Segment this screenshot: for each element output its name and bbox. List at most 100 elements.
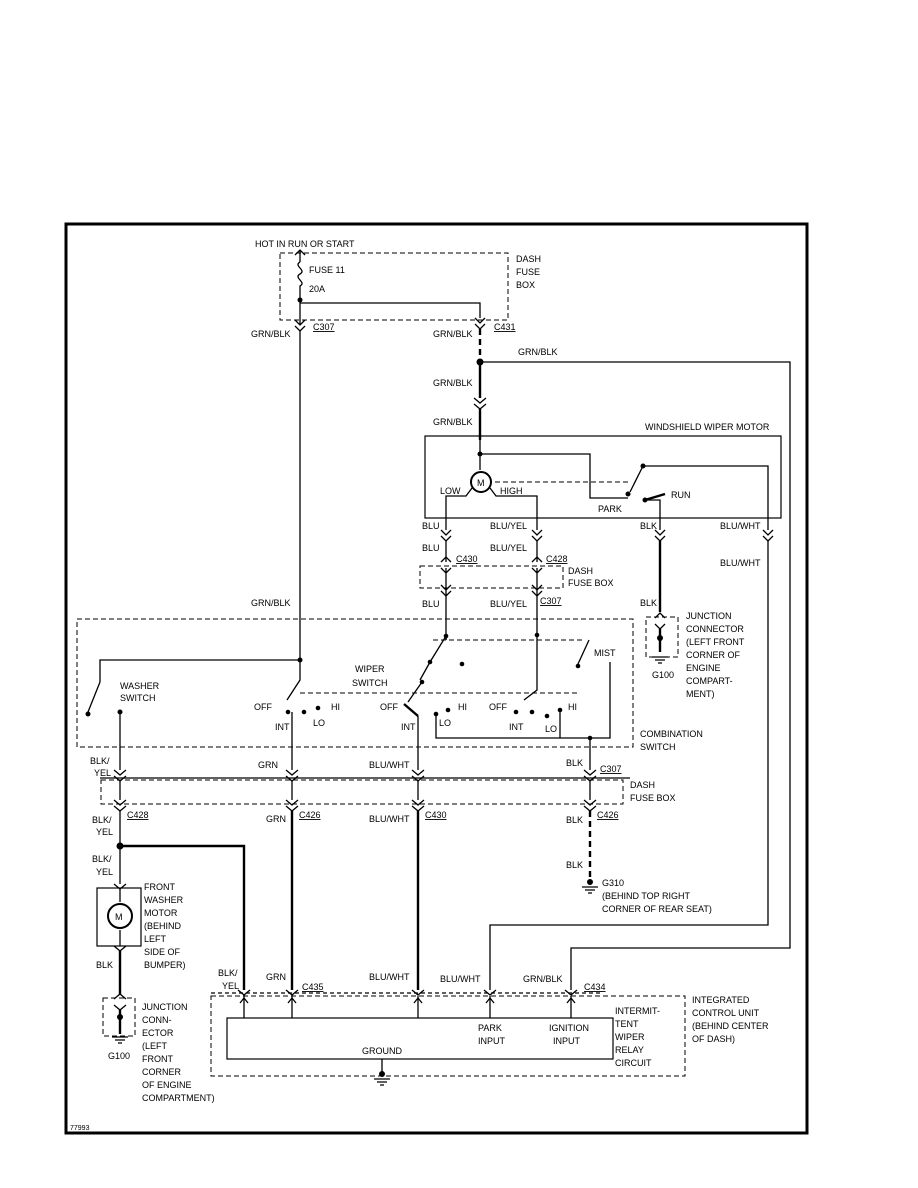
svg-text:WIPER: WIPER <box>615 1032 645 1042</box>
svg-text:C428: C428 <box>546 554 568 564</box>
svg-text:GRN/BLK: GRN/BLK <box>433 378 473 388</box>
svg-text:C435: C435 <box>302 982 324 992</box>
front-washer-motor: M FRONT WASHER MOTOR (BEHIND LEFT SIDE O… <box>96 882 186 970</box>
svg-text:GROUND: GROUND <box>362 1046 402 1056</box>
svg-text:INT: INT <box>509 722 524 732</box>
svg-text:FRONT: FRONT <box>144 882 175 892</box>
fuse-amps-label: 20A <box>309 284 325 294</box>
svg-text:COMBINATION: COMBINATION <box>640 729 703 739</box>
svg-text:SWITCH: SWITCH <box>352 678 388 688</box>
svg-text:IGNITION: IGNITION <box>549 1023 589 1033</box>
junction-connector-bottom: G100 JUNCTION CONN- ECTOR (LEFT FRONT CO… <box>102 993 215 1103</box>
svg-text:BLK: BLK <box>640 521 657 531</box>
svg-text:BLK: BLK <box>566 815 583 825</box>
svg-text:INTERMIT-: INTERMIT- <box>615 1006 660 1016</box>
svg-text:C426: C426 <box>299 810 321 820</box>
windshield-wiper-motor: WINDSHIELD WIPER MOTOR M LOW HIGH PARK R… <box>424 422 782 530</box>
svg-text:BLU/WHT: BLU/WHT <box>720 558 761 568</box>
svg-text:BLK: BLK <box>640 598 657 608</box>
hot-in-run-label: HOT IN RUN OR START <box>255 239 355 249</box>
ground-g310: G310 (BEHIND TOP RIGHT CORNER OF REAR SE… <box>582 878 712 914</box>
svg-text:C307: C307 <box>313 322 335 332</box>
svg-text:WASHER: WASHER <box>144 895 184 905</box>
dash-fuse-box-top: HOT IN RUN OR START FUSE 11 20A DASH FUS… <box>255 239 541 321</box>
svg-text:YEL: YEL <box>96 827 113 837</box>
wire-label-grn-blk-1: GRN/BLK <box>251 329 291 339</box>
svg-text:CONTROL UNIT: CONTROL UNIT <box>692 1008 760 1018</box>
svg-text:GRN/BLK: GRN/BLK <box>518 347 558 357</box>
wire-label-grn-blk-2: GRN/BLK <box>251 598 291 608</box>
wiper-motor-symbol <box>470 471 492 493</box>
svg-text:LO: LO <box>313 718 325 728</box>
svg-text:JUNCTION: JUNCTION <box>686 611 732 621</box>
svg-text:HI: HI <box>568 702 577 712</box>
svg-text:BLU/YEL: BLU/YEL <box>490 599 527 609</box>
combination-switch: COMBINATION SWITCH WASHER SWITCH WIPER S… <box>76 618 703 770</box>
svg-text:BLU/YEL: BLU/YEL <box>490 521 527 531</box>
svg-text:GRN: GRN <box>266 972 286 982</box>
dash-fuse-box-label-2: FUSE <box>516 267 540 277</box>
svg-text:ECTOR: ECTOR <box>142 1028 174 1038</box>
svg-text:OFF: OFF <box>489 702 507 712</box>
svg-text:GRN: GRN <box>258 760 278 770</box>
svg-text:C307: C307 <box>540 596 562 606</box>
svg-text:BUMPER): BUMPER) <box>144 960 186 970</box>
svg-text:CONN-: CONN- <box>142 1015 172 1025</box>
fuse-11-label: FUSE 11 <box>309 265 345 275</box>
svg-text:C426: C426 <box>597 810 619 820</box>
svg-text:INT: INT <box>275 722 290 732</box>
svg-text:SWITCH: SWITCH <box>120 693 156 703</box>
svg-text:CORNER OF: CORNER OF <box>686 650 741 660</box>
svg-text:C430: C430 <box>425 810 447 820</box>
svg-text:ENGINE: ENGINE <box>686 663 721 673</box>
svg-text:HI: HI <box>331 702 340 712</box>
svg-text:DASH: DASH <box>630 780 655 790</box>
svg-text:(LEFT FRONT: (LEFT FRONT <box>686 637 745 647</box>
motor-connectors: BLU BLU/YEL BLK BLU/WHT <box>422 521 774 542</box>
svg-text:OF ENGINE: OF ENGINE <box>142 1080 192 1090</box>
svg-text:WIPER: WIPER <box>355 664 385 674</box>
svg-text:BLK/: BLK/ <box>92 815 112 825</box>
svg-text:INPUT: INPUT <box>478 1036 506 1046</box>
svg-text:G100: G100 <box>652 670 674 680</box>
svg-text:(BEHIND: (BEHIND <box>144 921 182 931</box>
svg-text:SWITCH: SWITCH <box>640 742 676 752</box>
diagram-frame <box>64 222 809 1135</box>
svg-text:HI: HI <box>458 702 467 712</box>
svg-text:SIDE OF: SIDE OF <box>144 947 181 957</box>
connector-c307-top: C307 <box>294 319 335 332</box>
dash-fuse-box-label-1: DASH <box>516 254 541 264</box>
svg-text:CONNECTOR: CONNECTOR <box>686 624 744 634</box>
svg-text:YEL: YEL <box>222 981 239 991</box>
svg-text:DASH: DASH <box>568 566 593 576</box>
motor-run-label: RUN <box>671 490 691 500</box>
motor-high-label: HIGH <box>500 486 523 496</box>
svg-text:INTEGRATED: INTEGRATED <box>692 995 750 1005</box>
svg-text:CORNER: CORNER <box>142 1067 182 1077</box>
svg-text:INPUT: INPUT <box>553 1036 581 1046</box>
dash-fuse-box-lower: DASH FUSE BOX <box>100 769 676 812</box>
svg-text:BLK/: BLK/ <box>92 854 112 864</box>
wire-grn-blk-to-icu <box>480 361 791 990</box>
fuse-11 <box>294 249 481 325</box>
svg-text:COMPART-: COMPART- <box>686 676 733 686</box>
wiper-motor-title: WINDSHIELD WIPER MOTOR <box>645 422 770 432</box>
svg-text:GRN/BLK: GRN/BLK <box>433 417 473 427</box>
svg-text:MENT): MENT) <box>686 689 715 699</box>
svg-text:C434: C434 <box>584 982 606 992</box>
svg-text:WASHER: WASHER <box>120 681 160 691</box>
svg-text:BLK: BLK <box>96 960 113 970</box>
svg-text:BLU: BLU <box>422 543 440 553</box>
svg-text:BLK/: BLK/ <box>90 756 110 766</box>
svg-text:(BEHIND TOP RIGHT: (BEHIND TOP RIGHT <box>602 891 691 901</box>
connector-c430-c428: C430 C428 <box>440 554 568 597</box>
wire-blu-wht-right <box>489 541 769 990</box>
svg-text:BLU: BLU <box>422 521 440 531</box>
svg-text:GRN/BLK: GRN/BLK <box>523 974 563 984</box>
svg-text:MOTOR: MOTOR <box>144 908 178 918</box>
svg-text:CIRCUIT: CIRCUIT <box>615 1058 652 1068</box>
svg-text:COMPARTMENT): COMPARTMENT) <box>142 1093 215 1103</box>
svg-text:GRN/BLK: GRN/BLK <box>433 329 473 339</box>
svg-text:OF DASH): OF DASH) <box>692 1034 735 1044</box>
